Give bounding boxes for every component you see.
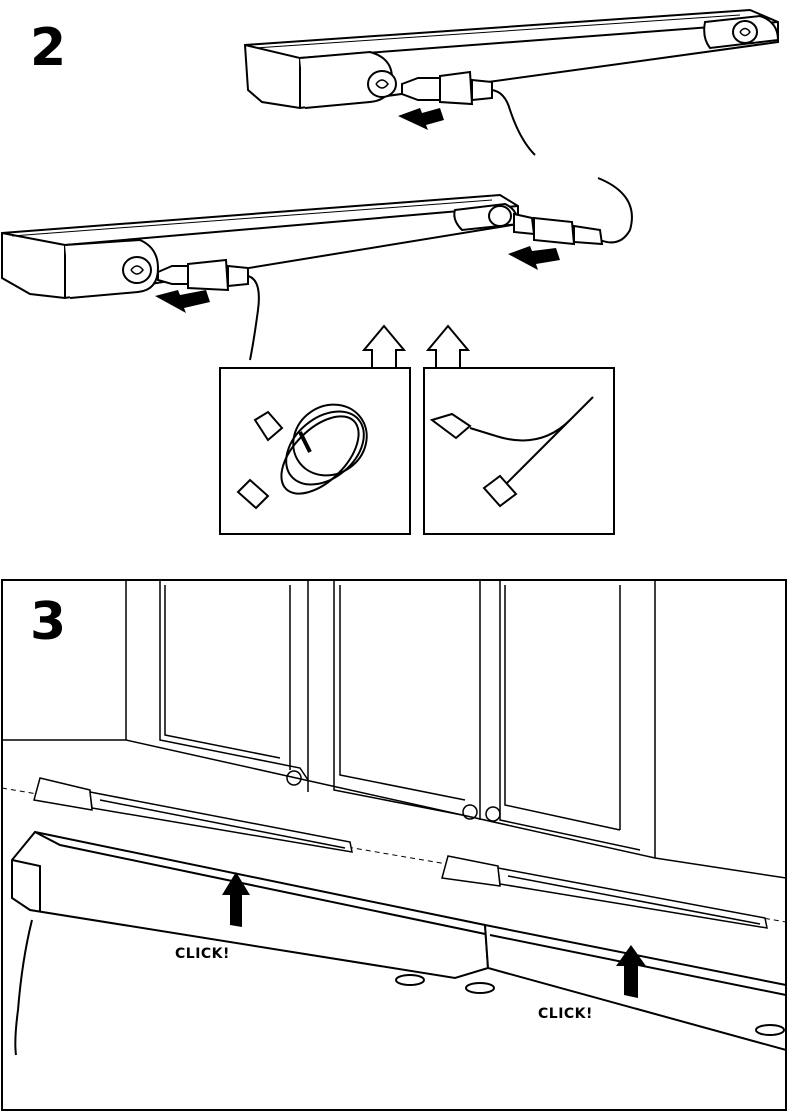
click-label-right: CLICK! xyxy=(538,1006,593,1022)
step-3-number: 3 xyxy=(30,596,66,648)
step-2-number: 2 xyxy=(30,22,66,74)
step3-frame xyxy=(2,580,786,1110)
upper-insert-arrow xyxy=(398,108,444,130)
lower-left-power-plug xyxy=(158,260,259,360)
lower-right-insert-arrow xyxy=(508,246,560,270)
cable-box-right xyxy=(424,368,614,534)
click-label-left: CLICK! xyxy=(175,946,230,962)
upper-light-bar xyxy=(245,10,778,108)
lower-right-connector xyxy=(514,214,602,244)
connecting-cable xyxy=(598,178,632,242)
cable-box-left xyxy=(220,368,410,534)
lower-left-insert-arrow xyxy=(155,290,210,313)
lower-light-bar xyxy=(2,195,518,298)
